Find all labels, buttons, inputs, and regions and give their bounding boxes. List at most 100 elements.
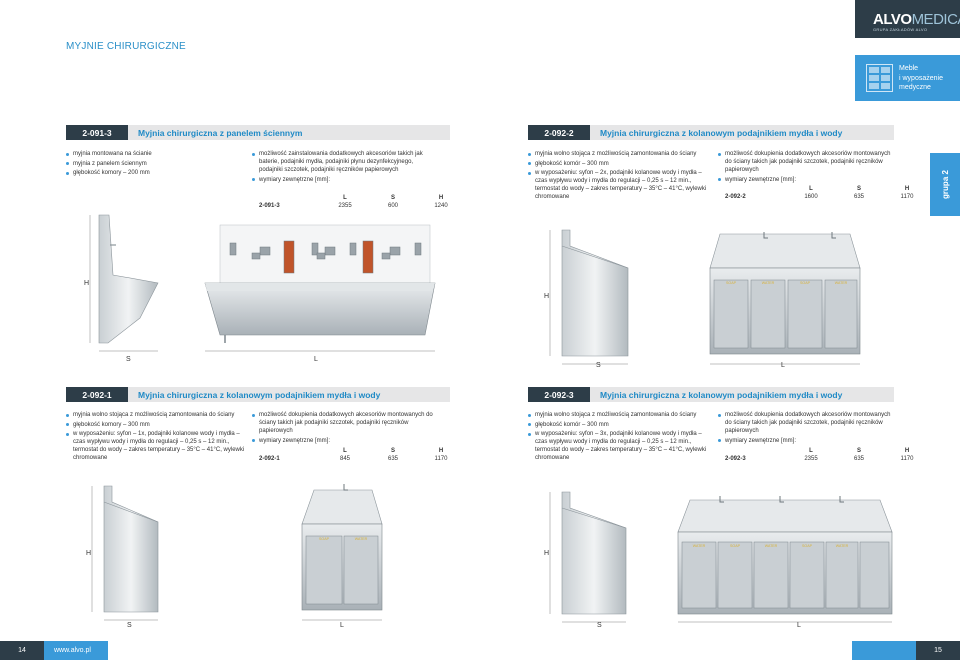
option-item: możliwość dokupienia dodatkowych akcesor… xyxy=(252,411,437,435)
sink-drawing-2-092-1: SOAP WATER xyxy=(91,484,383,621)
dim-header-h: H xyxy=(904,448,910,454)
water-label: WATER xyxy=(836,544,849,548)
category-line-3: medyczne xyxy=(899,84,931,91)
dim-code: 2-092-3 xyxy=(725,456,746,462)
footer-right: 15 xyxy=(852,641,960,660)
dim-header-l: L xyxy=(809,186,813,192)
option-item: możliwość zainstalowania dodatkowych akc… xyxy=(252,150,437,174)
dim-header-s: S xyxy=(856,448,861,454)
dim-label-h: H xyxy=(86,550,92,557)
dim-l: 845 xyxy=(339,456,350,462)
dim-label-l: L xyxy=(340,622,344,629)
dim-code: 2-091-3 xyxy=(259,203,280,209)
dim-h: 1170 xyxy=(900,194,914,200)
product-header-2-092-2: 2-092-2 Myjnia chirurgiczna z kolanowym … xyxy=(528,125,894,140)
group-tab: grupa 2 xyxy=(930,153,960,216)
product-options: możliwość dokupienia dodatkowych akcesor… xyxy=(252,411,437,446)
dim-header-s: S xyxy=(390,448,395,454)
product-header-2-091-3: 2-091-3 Myjnia chirurgiczna z panelem śc… xyxy=(66,125,450,140)
dim-l: 2355 xyxy=(338,203,352,209)
feature-item: myjnia wolno stojąca z możliwością zamon… xyxy=(528,411,713,419)
soap-label: SOAP xyxy=(800,281,811,285)
sink-drawing-2-092-3: WATER SOAP WATER SOAP WATER xyxy=(549,491,893,623)
website-link[interactable]: www.alvo.pl xyxy=(54,647,91,654)
soap-label: SOAP xyxy=(726,281,737,285)
feature-item: głębokość komory – 300 mm xyxy=(66,421,251,429)
dim-code: 2-092-2 xyxy=(725,194,746,200)
brush-dispenser xyxy=(283,240,374,274)
feature-item: w wyposażeniu: syfon – 2x, podajniki kol… xyxy=(528,169,708,201)
dim-label-h: H xyxy=(544,293,550,300)
feature-item: myjnia montowana na ścianie xyxy=(66,150,226,158)
logo-light: MEDICAL xyxy=(911,10,960,28)
option-item: możliwość dokupienia dodatkowych akcesor… xyxy=(718,150,898,174)
dim-h: 1240 xyxy=(434,203,448,209)
dim-label-s: S xyxy=(597,622,602,629)
product-name: Myjnia chirurgiczna z kolanowym podajnik… xyxy=(138,389,381,400)
option-item: możliwość dokupienia dodatkowych akcesor… xyxy=(718,411,898,435)
dim-s: 635 xyxy=(387,456,398,462)
option-item: wymiary zewnętrzne [mm]: xyxy=(252,176,437,184)
option-item: wymiary zewnętrzne [mm]: xyxy=(252,437,437,445)
footer-left: 14 www.alvo.pl xyxy=(0,641,108,660)
dim-label-s: S xyxy=(127,622,132,629)
category-line-1: Meble xyxy=(899,65,919,72)
feature-item: myjnia z panelem ściennym xyxy=(66,160,226,168)
water-label: WATER xyxy=(355,537,368,541)
product-options: możliwość dokupienia dodatkowych akcesor… xyxy=(718,411,898,446)
section-title: MYJNIE CHIRURGICZNE xyxy=(66,41,186,52)
dim-header-l: L xyxy=(343,448,347,454)
category-line-2: i wyposażenie xyxy=(899,74,943,82)
dim-s: 600 xyxy=(387,203,398,209)
feature-item: w wyposażeniu: syfon – 3x, podajniki kol… xyxy=(528,430,713,462)
product-features: myjnia wolno stojąca z możliwością zamon… xyxy=(528,150,708,203)
dim-header-h: H xyxy=(438,448,444,454)
feature-item: myjnia wolno stojąca z możliwością zamon… xyxy=(66,411,251,419)
product-code: 2-092-1 xyxy=(66,387,128,402)
product-features: myjnia wolno stojąca z możliwością zamon… xyxy=(528,411,713,464)
dim-s: 635 xyxy=(853,456,864,462)
product-name: Myjnia chirurgiczna z kolanowym podajnik… xyxy=(600,389,843,400)
product-code: 2-092-3 xyxy=(528,387,590,402)
feature-item: głębokość komory – 200 mm xyxy=(66,169,226,177)
sink-drawing-2-091-3 xyxy=(89,214,436,352)
product-features: myjnia wolno stojąca z możliwością zamon… xyxy=(66,411,251,464)
soap-label: SOAP xyxy=(730,544,741,548)
dim-h: 1170 xyxy=(434,456,448,462)
category-box: Meble i wyposażenie medyczne xyxy=(855,55,960,101)
water-label: WATER xyxy=(693,544,706,548)
product-header-2-092-1: 2-092-1 Myjnia chirurgiczna z kolanowym … xyxy=(66,387,450,402)
dim-l: 1600 xyxy=(804,194,818,200)
sink-drawing-2-092-2: SOAP WATER SOAP WATER xyxy=(549,229,861,365)
dim-header-l: L xyxy=(343,195,347,201)
feature-item: głębokość komór – 300 mm xyxy=(528,160,708,168)
brand-sub: GRUPA ZAKŁADÓW ALVO xyxy=(873,27,928,32)
product-code: 2-091-3 xyxy=(66,125,128,140)
dim-label-l: L xyxy=(314,356,318,363)
dimensions-table: L S H 2-092-3 2355 635 1170 xyxy=(725,447,931,463)
category-text: Meble i wyposażenie medyczne xyxy=(899,64,943,93)
dim-header-s: S xyxy=(390,195,395,201)
product-features: myjnia montowana na ścianie myjnia z pan… xyxy=(66,150,226,179)
dim-label-s: S xyxy=(126,356,131,363)
dim-header-h: H xyxy=(904,186,910,192)
dim-header-s: S xyxy=(856,186,861,192)
brand-logo: ALVOMEDICAL® GRUPA ZAKŁADÓW ALVO xyxy=(855,0,960,38)
soap-label: SOAP xyxy=(802,544,813,548)
dim-h: 1170 xyxy=(900,456,914,462)
dim-header-l: L xyxy=(809,448,813,454)
dim-label-l: L xyxy=(797,622,801,629)
product-code: 2-092-2 xyxy=(528,125,590,140)
page-number-left: 14 xyxy=(0,641,44,660)
product-name: Myjnia chirurgiczna z kolanowym podajnik… xyxy=(600,127,843,138)
dim-label-s: S xyxy=(596,362,601,369)
group-tab-label: grupa 2 xyxy=(940,170,950,199)
dim-l: 2355 xyxy=(804,456,818,462)
option-item: wymiary zewnętrzne [mm]: xyxy=(718,176,898,184)
dim-label-l: L xyxy=(781,362,785,369)
product-options: możliwość dokupienia dodatkowych akcesor… xyxy=(718,150,898,185)
furniture-icon xyxy=(866,64,893,92)
